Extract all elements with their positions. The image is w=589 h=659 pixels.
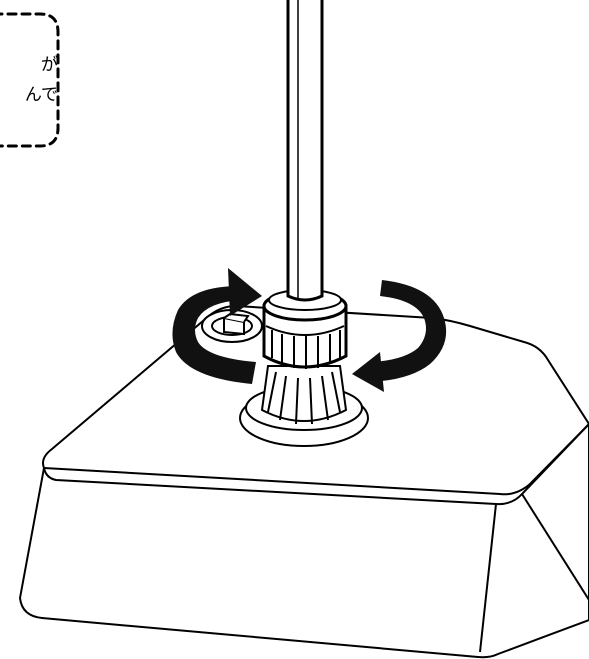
base-bevel-line: [521, 493, 589, 601]
callout-line-1: が: [41, 55, 58, 75]
cone-collar: [260, 365, 348, 425]
ring-nut: [262, 289, 348, 369]
callout-text: が んで: [0, 50, 58, 110]
rotate-arrow-left-icon: [172, 268, 262, 384]
rotate-arrow-right-icon: [352, 280, 447, 392]
base-switch: [201, 309, 263, 343]
pole: [286, 0, 324, 302]
callout-line-2: んで: [24, 85, 58, 105]
base-bevel-line: [479, 503, 497, 653]
base-front-face: [18, 422, 589, 659]
